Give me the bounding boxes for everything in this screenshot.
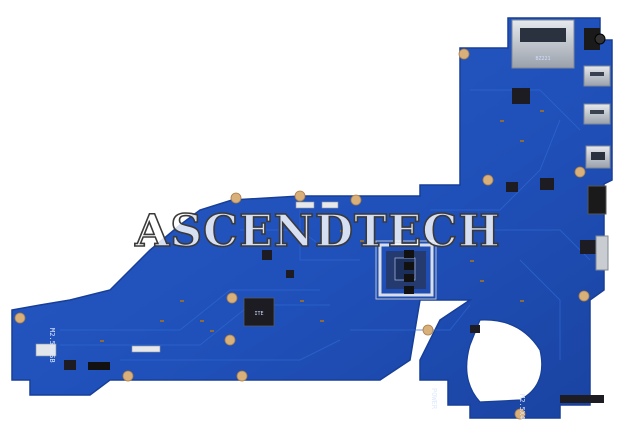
pcb-traces (60, 89, 591, 361)
usb-ports (583, 65, 611, 125)
board-cutout (466, 319, 543, 403)
usb-label: USB (48, 350, 56, 363)
watermark-text: ASCENDTECH (134, 206, 501, 257)
hdmi-port (585, 145, 611, 169)
chipset: ITE (243, 297, 275, 327)
screw-label-right: M2.5X4 (518, 394, 526, 419)
sd-label: BZ221 (535, 56, 550, 62)
sd-card-reader: BZ221 (511, 19, 575, 69)
mounting-pads (14, 48, 590, 420)
audio-jack (584, 28, 606, 50)
power-label: POWER (430, 388, 438, 410)
lan-port (587, 185, 607, 215)
screw-label-left: M2.5X4 (48, 328, 56, 353)
ribbon-connectors (131, 201, 339, 353)
ic-chips (64, 88, 604, 403)
power-connector (595, 235, 609, 271)
pcb-board (11, 17, 613, 419)
svg-text:ITE: ITE (254, 311, 263, 317)
smd-components (100, 110, 544, 342)
left-connector (35, 343, 110, 370)
vrm-components (404, 250, 414, 294)
